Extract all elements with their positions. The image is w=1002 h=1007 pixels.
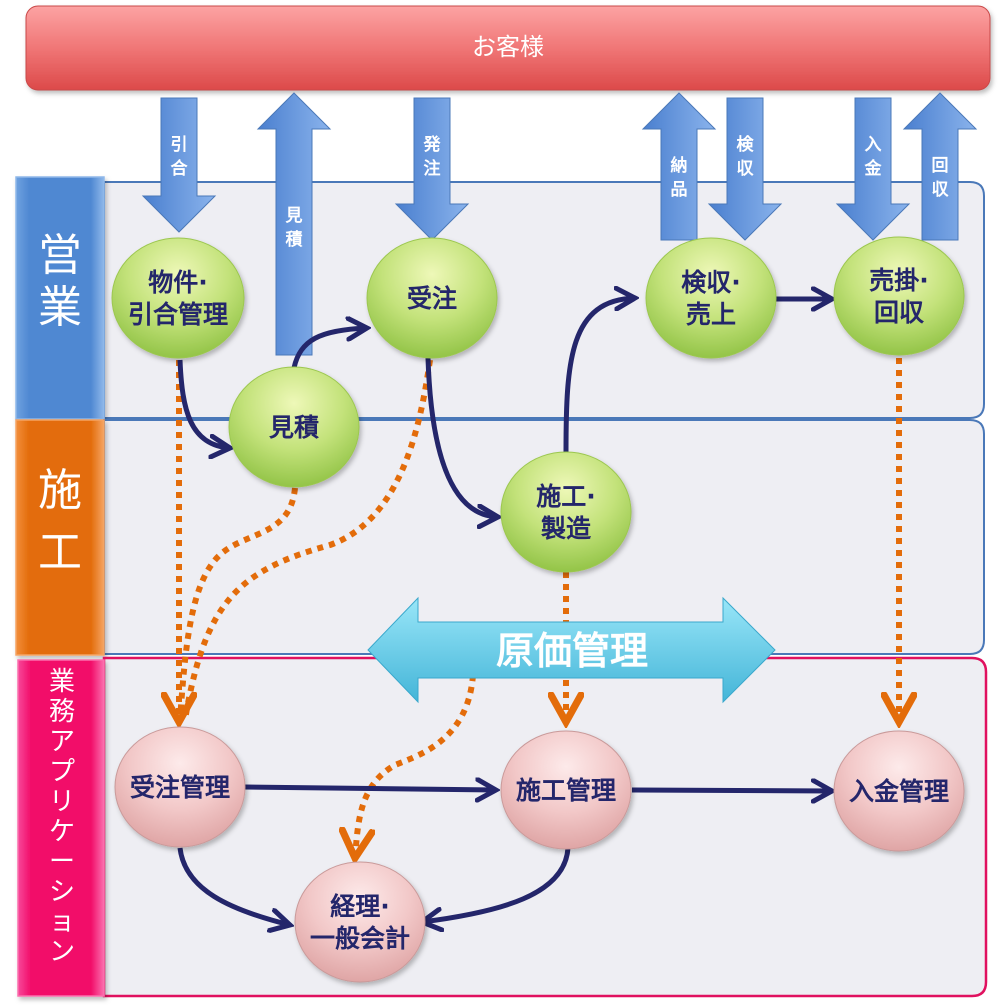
flow-label-delivery: 納品 — [671, 155, 688, 200]
node-shape — [833, 730, 965, 852]
node-label: 受注管理 — [130, 773, 230, 802]
node-shape — [228, 366, 360, 488]
flow-arrow-collection: 回収 — [902, 92, 978, 241]
node-shape — [833, 236, 965, 356]
node-label: 売掛·回収 — [869, 266, 929, 327]
cost-management-shape — [367, 596, 776, 704]
data-flow-arrows — [179, 358, 899, 858]
lane-sales: 営業 — [15, 176, 985, 420]
lane-apps-label: 業務アプリケーション — [49, 667, 75, 967]
process-flow-arrows — [177, 298, 832, 925]
node-label: 検収·売上 — [681, 268, 741, 329]
process-arrow-construction-to-inspection — [563, 298, 635, 453]
node-label: 入金管理 — [849, 777, 949, 806]
node-label: 受注 — [407, 284, 457, 313]
flow-arrow-estimate: 見積 — [256, 92, 332, 356]
lane-construction-header — [15, 419, 105, 656]
node-estimate: 見積 — [228, 366, 360, 488]
node-label: 施工管理 — [516, 776, 616, 805]
process-arrow-inquiry-to-estimate — [177, 359, 230, 448]
arrow-up-icon — [641, 92, 717, 241]
flow-label-collection: 回収 — [932, 156, 950, 200]
node-order-received: 受注 — [366, 237, 498, 359]
lane-construction-label: 施工 — [38, 465, 82, 578]
flow-label-inquiry: 引合 — [171, 135, 189, 179]
arrow-down-icon — [835, 97, 911, 241]
lane-sales-label: 営業 — [38, 230, 82, 333]
arrow-down-icon — [707, 97, 783, 241]
lane-sales-area — [103, 181, 985, 419]
arrow-up-icon — [256, 92, 332, 356]
flow-arrow-inquiry: 引合 — [141, 97, 217, 233]
node-receivable-collection: 売掛·回収 — [833, 236, 965, 356]
process-arrow-order-to-construction — [425, 357, 498, 517]
node-shape — [294, 861, 426, 983]
process-arrow-construction-mgmt-to-payment-mgmt — [631, 790, 832, 791]
flow-arrow-inspection: 検収 — [707, 97, 783, 241]
node-construction-manufacturing: 施工·製造 — [500, 451, 632, 573]
flow-label-order: 発注 — [423, 134, 442, 179]
node-label: 見積 — [269, 413, 319, 442]
lane-sales-header — [15, 176, 105, 420]
customer-bar-shape — [25, 5, 991, 91]
flow-arrow-payment: 入金 — [835, 97, 911, 241]
node-shape — [500, 451, 632, 573]
node-order-management: 受注管理 — [114, 726, 246, 848]
flow-label-inspection: 検収 — [737, 134, 755, 179]
node-property-inquiry: 物件·引合管理 — [111, 237, 245, 359]
cost-management-arrow: 原価管理 — [367, 596, 776, 704]
process-arrow-estimate-to-order — [291, 328, 367, 369]
node-shape — [645, 237, 777, 359]
flow-arrow-delivery: 納品 — [641, 92, 717, 241]
node-shape — [114, 726, 246, 848]
node-shape — [500, 730, 632, 850]
lane-apps-header — [17, 659, 105, 997]
process-arrow-order-mgmt-to-construction-mgmt — [244, 787, 496, 790]
node-payment-management: 入金管理 — [833, 730, 965, 852]
process-arrow-construction-mgmt-to-accounting — [422, 847, 571, 922]
process-arrow-order-mgmt-to-accounting — [177, 847, 290, 925]
node-accounting: 経理·一般会計 — [294, 861, 426, 983]
customer-bar: お客様 — [25, 5, 991, 91]
arrow-down-icon — [394, 97, 470, 241]
data-arrow-estimate-to-order-mgmt — [177, 487, 298, 721]
arrow-down-icon — [141, 97, 217, 233]
node-shape — [111, 237, 245, 359]
customer-label: お客様 — [472, 33, 544, 61]
node-inspection-sales: 検収·売上 — [645, 237, 777, 359]
lane-construction: 施工 — [15, 419, 985, 656]
cost-management-label: 原価管理 — [496, 629, 648, 673]
flow-label-estimate: 見積 — [285, 206, 304, 250]
node-shape — [366, 237, 498, 359]
arrow-up-icon — [902, 92, 978, 241]
flow-label-payment: 入金 — [864, 135, 883, 179]
node-label: 物件·引合管理 — [128, 268, 228, 329]
node-construction-management: 施工管理 — [500, 730, 632, 850]
node-label: 施工·製造 — [536, 482, 596, 543]
node-label: 経理·一般会計 — [310, 892, 410, 953]
data-arrow-order-to-order-mgmt — [182, 359, 433, 721]
flow-arrow-order: 発注 — [394, 97, 470, 241]
